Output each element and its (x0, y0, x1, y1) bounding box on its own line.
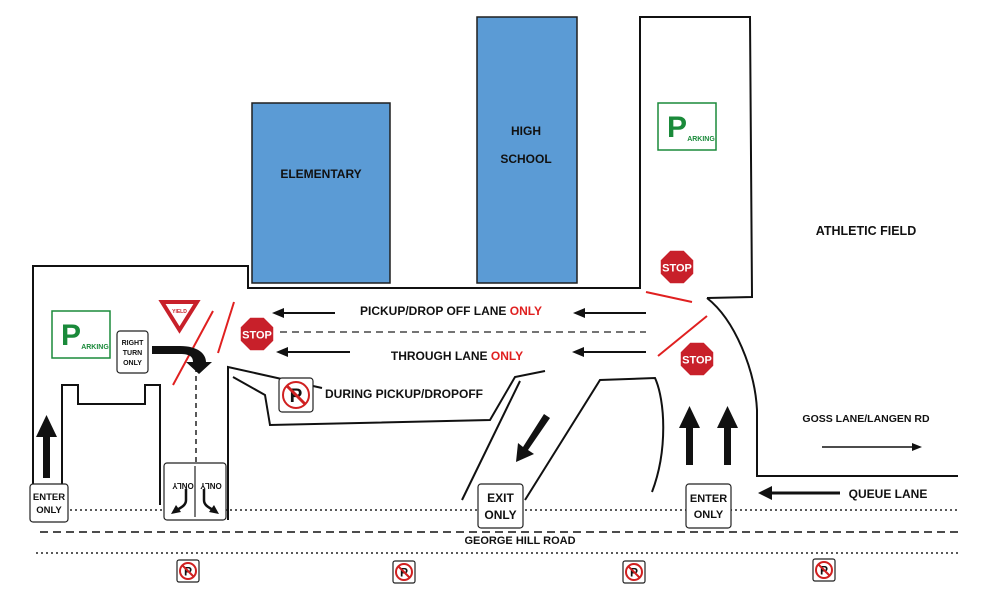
buildings: ELEMENTARY HIGH SCHOOL (251, 16, 578, 284)
parking-sign-top-word: ARKING (687, 136, 715, 143)
no-parking-sign-large: P (278, 377, 314, 413)
queue-curve-edge (706, 297, 958, 477)
stop-sign-top-right-text: STOP (662, 263, 692, 275)
athletic-field-label: ATHLETIC FIELD (816, 224, 916, 238)
yield-sign-triangle (158, 300, 201, 334)
right-turn-arrow (152, 346, 212, 374)
high-school-label-line1: HIGH (511, 124, 541, 138)
no-parking-note: DURING PICKUP/DROPOFF (325, 387, 483, 401)
stop-bar-left (217, 301, 235, 354)
exit-lane-left-edge (461, 380, 521, 501)
elementary-label: ELEMENTARY (280, 167, 361, 181)
stop-sign-bottom-right: STOP (679, 341, 715, 377)
goss-lane-label: GOSS LANE/LANGEN RD (802, 413, 930, 425)
left-lot-outline (32, 16, 754, 505)
pickup-arrow-left (272, 308, 335, 318)
exit-only-line2: ONLY (484, 508, 516, 522)
no-parking-sign-4: P (812, 558, 836, 582)
stop-sign-bottom-right-octagon (679, 341, 715, 377)
right-turn-only-line2: TURN (123, 350, 142, 357)
exit-only-frame (477, 483, 524, 529)
enter-only-left-line1: ENTER (33, 492, 65, 503)
parking-sign-top: P ARKING (657, 102, 717, 151)
queue-lane-arrow (758, 486, 840, 500)
road-label: GEORGE HILL ROAD (464, 535, 575, 547)
elementary-building (251, 102, 391, 284)
enter-arrow-right-2 (717, 406, 738, 465)
enter-arrow-left (36, 415, 57, 478)
stop-bar-bottom-right (657, 315, 708, 357)
enter-only-right-frame (685, 483, 732, 529)
high-school-label-line2: SCHOOL (500, 152, 551, 166)
stop-sign-bottom-right-text: STOP (682, 355, 712, 367)
exit-lane-right-edge (524, 376, 665, 501)
parking-sign-left-word: ARKING (81, 344, 109, 351)
parking-sign-left-frame (51, 310, 111, 359)
enter-only-left-line2: ONLY (36, 505, 62, 516)
no-parking-sign-2: P (392, 560, 416, 584)
right-turn-only-line3: ONLY (123, 360, 142, 367)
turn-only-left-text: ONLY (172, 481, 194, 490)
yield-sign: YIELD (158, 300, 201, 334)
stop-sign-left-octagon (239, 316, 275, 352)
road-lines (30, 331, 958, 554)
goss-lane-arrow (822, 443, 922, 451)
through-lane-label: THROUGH LANE ONLY (391, 349, 523, 363)
parking-sign-left-p: P (61, 319, 81, 352)
no-parking-sign-3: P (622, 560, 646, 584)
entry-arrows (36, 346, 738, 478)
enter-only-sign-left: ENTER ONLY (29, 483, 69, 523)
parking-sign-left: P ARKING (51, 310, 111, 359)
enter-only-right-line2: ONLY (694, 509, 724, 521)
through-arrow-left (276, 347, 350, 357)
enter-only-left-frame (29, 483, 69, 523)
pickup-arrow-right (573, 308, 646, 318)
queue-lane-label: QUEUE LANE (849, 487, 928, 501)
high-school-building (476, 16, 578, 284)
parking-sign-top-frame (657, 102, 717, 151)
right-turn-only-sign: RIGHT TURN ONLY (116, 330, 149, 374)
no-parking-large-slash (285, 384, 307, 406)
exit-only-sign: EXIT ONLY (477, 483, 524, 529)
driveway-outlines (32, 16, 958, 520)
pickup-lane-label: PICKUP/DROP OFF LANE ONLY (360, 304, 542, 318)
center-island-outline (232, 370, 546, 427)
turn-only-right-text: ONLY (200, 481, 222, 490)
exit-arrow (516, 414, 550, 462)
stop-sign-top-right-octagon (659, 249, 695, 285)
parking-sign-top-p: P (667, 111, 687, 144)
enter-arrow-right-1 (679, 406, 700, 465)
through-arrow-right (572, 347, 646, 357)
no-parking-sign-1: P (176, 559, 200, 583)
stop-bar-top-right (645, 291, 693, 303)
stop-sign-top-right: STOP (659, 249, 695, 285)
exit-only-line1: EXIT (487, 491, 514, 505)
right-turn-only-line1: RIGHT (122, 340, 145, 347)
stop-sign-left: STOP (239, 316, 275, 352)
turn-only-lane-sign: ONLY ONLY (163, 462, 227, 521)
enter-only-sign-right: ENTER ONLY (685, 483, 732, 529)
yield-sign-text: YIELD (172, 309, 187, 315)
enter-only-right-line1: ENTER (690, 493, 727, 505)
stop-sign-left-text: STOP (242, 330, 272, 342)
left-lot-inner-outline (61, 384, 161, 505)
right-turn-only-frame (116, 330, 149, 374)
lane-arrows (272, 308, 922, 500)
